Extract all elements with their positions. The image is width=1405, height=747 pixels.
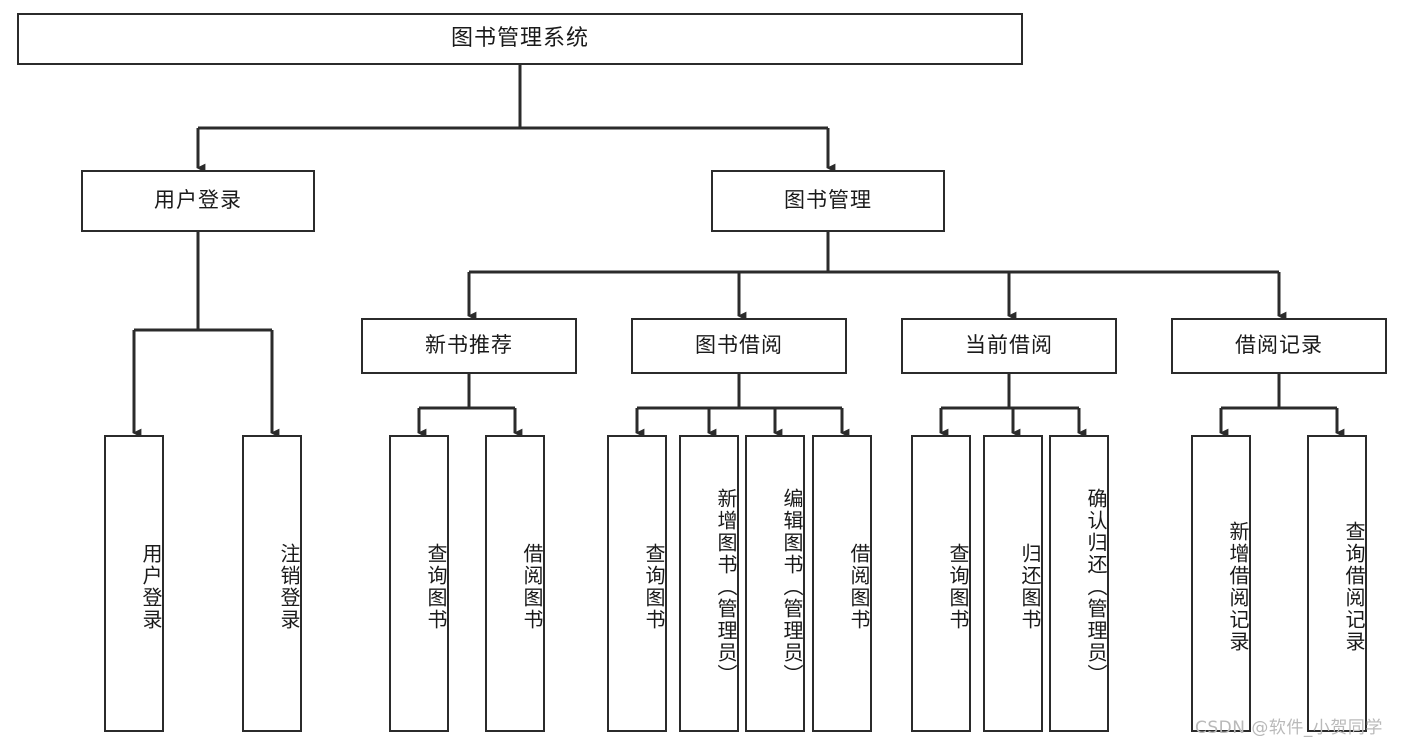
leaf-label: 新增图书（管理员） xyxy=(714,487,738,686)
leaf-label: 查询借阅记录 xyxy=(1342,520,1366,653)
leaf-return-book[interactable]: 归还图书 xyxy=(983,435,1043,732)
leaf-borrow-book-recommend[interactable]: 借阅图书 xyxy=(485,435,545,732)
leaf-confirm-return-admin[interactable]: 确认归还（管理员） xyxy=(1049,435,1109,732)
leaf-query-book-borrow[interactable]: 查询图书 xyxy=(607,435,667,732)
leaf-query-book-current[interactable]: 查询图书 xyxy=(911,435,971,732)
leaf-label: 编辑图书（管理员） xyxy=(780,487,804,686)
node-book-manage[interactable]: 图书管理 xyxy=(711,170,945,232)
leaf-label: 查询图书 xyxy=(642,542,666,631)
leaf-label: 归还图书 xyxy=(1018,542,1042,631)
leaf-add-borrow-record[interactable]: 新增借阅记录 xyxy=(1191,435,1251,732)
leaf-borrow-book-borrow[interactable]: 借阅图书 xyxy=(812,435,872,732)
watermark-text: CSDN @软件_小贺同学 xyxy=(1195,718,1383,738)
leaf-label: 借阅图书 xyxy=(520,542,544,631)
leaf-edit-book-admin[interactable]: 编辑图书（管理员） xyxy=(745,435,805,732)
leaf-user-login[interactable]: 用户登录 xyxy=(104,435,164,732)
node-new-book-recommend[interactable]: 新书推荐 xyxy=(361,318,577,374)
leaf-query-borrow-record[interactable]: 查询借阅记录 xyxy=(1307,435,1367,732)
node-book-borrow[interactable]: 图书借阅 xyxy=(631,318,847,374)
leaf-label: 查询图书 xyxy=(424,542,448,631)
node-root[interactable]: 图书管理系统 xyxy=(17,13,1023,65)
leaf-add-book-admin[interactable]: 新增图书（管理员） xyxy=(679,435,739,732)
node-current-borrow[interactable]: 当前借阅 xyxy=(901,318,1117,374)
node-borrow-record[interactable]: 借阅记录 xyxy=(1171,318,1387,374)
leaf-label: 查询图书 xyxy=(946,542,970,631)
leaf-label: 借阅图书 xyxy=(847,542,871,631)
node-user-login[interactable]: 用户登录 xyxy=(81,170,315,232)
leaf-query-book-recommend[interactable]: 查询图书 xyxy=(389,435,449,732)
leaf-label: 确认归还（管理员） xyxy=(1084,487,1108,686)
leaf-label: 新增借阅记录 xyxy=(1226,520,1250,653)
leaf-label: 注销登录 xyxy=(277,542,301,631)
leaf-label: 用户登录 xyxy=(139,542,163,631)
leaf-user-logout[interactable]: 注销登录 xyxy=(242,435,302,732)
